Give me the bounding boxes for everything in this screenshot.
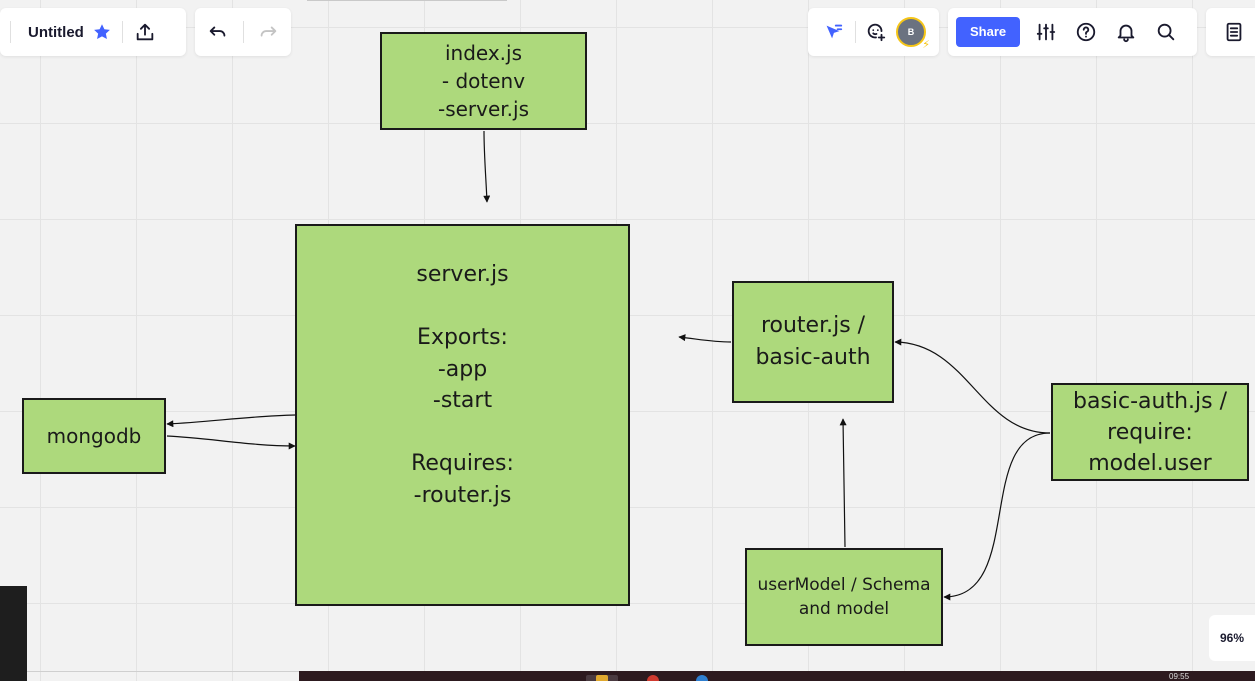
settings-sliders-icon[interactable]	[1030, 16, 1062, 48]
node-text: server.js	[416, 262, 509, 287]
board-title[interactable]: Untitled	[28, 23, 84, 41]
node-basic-auth-js[interactable]: basic-auth.js / require: model.user	[1051, 383, 1249, 481]
connector-router-to-server[interactable]	[678, 334, 732, 343]
bell-icon[interactable]	[1110, 16, 1142, 48]
os-taskbar: 09:55	[299, 671, 1255, 681]
node-mongodb[interactable]: mongodb	[22, 398, 166, 474]
select-cursor-icon[interactable]	[817, 16, 849, 48]
upload-icon[interactable]	[129, 16, 161, 48]
connector-basic-auth-to-user-model[interactable]	[943, 432, 1051, 601]
browser-icon[interactable]	[696, 675, 708, 681]
zoom-level[interactable]: 96%	[1209, 615, 1255, 661]
node-text: -app	[437, 356, 488, 382]
notes-icon[interactable]	[1218, 16, 1250, 48]
node-text: and model	[798, 599, 890, 619]
divider	[243, 21, 244, 43]
side-panel-edge	[0, 586, 27, 681]
node-text: Requires:	[411, 451, 514, 476]
divider	[855, 21, 856, 43]
top-divider	[307, 0, 507, 1]
connector-server-to-mongodb[interactable]	[166, 414, 296, 428]
node-text: basic-auth.js /	[1072, 388, 1228, 414]
divider	[10, 21, 11, 43]
node-text: Exports:	[417, 325, 508, 350]
node-text: userModel / Schema	[757, 575, 931, 595]
node-text: -server.js	[437, 97, 530, 121]
divider	[121, 21, 123, 43]
node-text: require:	[1107, 419, 1193, 445]
help-icon[interactable]	[1070, 16, 1102, 48]
board-title-panel: Untitled	[0, 8, 186, 56]
node-text: basic-auth	[755, 345, 871, 370]
avatar[interactable]: B⚡	[896, 17, 930, 51]
lightning-icon: ⚡	[922, 39, 930, 51]
share-button[interactable]: Share	[956, 17, 1021, 47]
divider	[27, 671, 299, 672]
search-icon[interactable]	[1150, 16, 1182, 48]
node-text: -start	[432, 388, 493, 413]
node-text: router.js /	[760, 313, 866, 338]
folder-icon[interactable]	[596, 675, 608, 681]
connector-basic-auth-to-router[interactable]	[894, 338, 1051, 434]
node-text: -router.js	[413, 482, 512, 508]
notes-panel	[1206, 8, 1255, 56]
undo-icon[interactable]	[202, 16, 234, 48]
node-text: mongodb	[46, 424, 142, 448]
node-text: index.js	[444, 41, 523, 65]
history-panel	[195, 8, 291, 56]
node-server-js[interactable]: server.js Exports: -app -start Requires:…	[295, 224, 630, 606]
collaboration-panel: B⚡	[808, 8, 939, 56]
add-collaborator-icon[interactable]	[860, 16, 892, 48]
connector-user-model-to-router[interactable]	[839, 418, 847, 548]
node-text: model.user	[1088, 450, 1212, 476]
redo-icon[interactable]	[252, 16, 284, 48]
node-text: - dotenv	[441, 69, 526, 93]
node-index-js[interactable]: index.js - dotenv -server.js	[380, 32, 587, 130]
tools-panel: Share	[948, 8, 1197, 56]
taskbar-clock[interactable]: 09:55	[1169, 672, 1190, 681]
star-icon[interactable]	[86, 16, 118, 48]
node-user-model[interactable]: userModel / Schema and model	[745, 548, 943, 646]
connector-index-to-server[interactable]	[483, 130, 491, 203]
connector-mongodb-to-server[interactable]	[166, 435, 296, 450]
browser-icon[interactable]	[647, 675, 659, 681]
node-router-js[interactable]: router.js / basic-auth	[732, 281, 894, 403]
